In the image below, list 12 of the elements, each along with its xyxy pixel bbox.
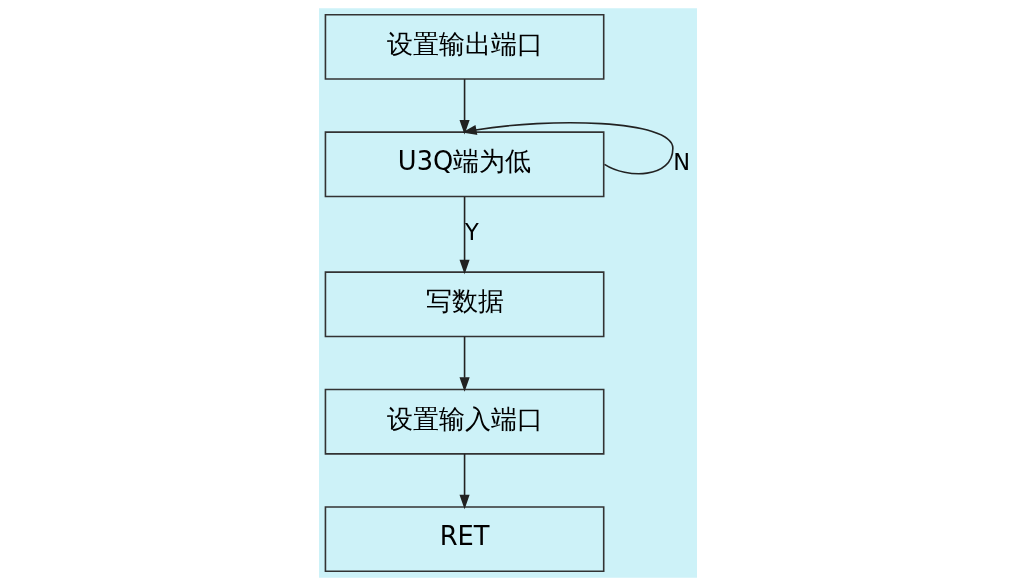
arrow bbox=[459, 453, 470, 510]
arrow bbox=[459, 196, 470, 275]
edge-label: Y bbox=[464, 219, 479, 246]
node-box: 设置输出端口 bbox=[324, 13, 605, 80]
arrow bbox=[462, 122, 674, 175]
arrow bbox=[459, 335, 470, 392]
node-box: U3Q端为低 bbox=[324, 131, 605, 198]
node-box: 设置输入端口 bbox=[324, 388, 605, 455]
arrow bbox=[459, 78, 470, 135]
node-box: RET bbox=[324, 506, 605, 573]
edge-label: N bbox=[673, 149, 691, 176]
node-box: 写数据 bbox=[324, 271, 605, 338]
